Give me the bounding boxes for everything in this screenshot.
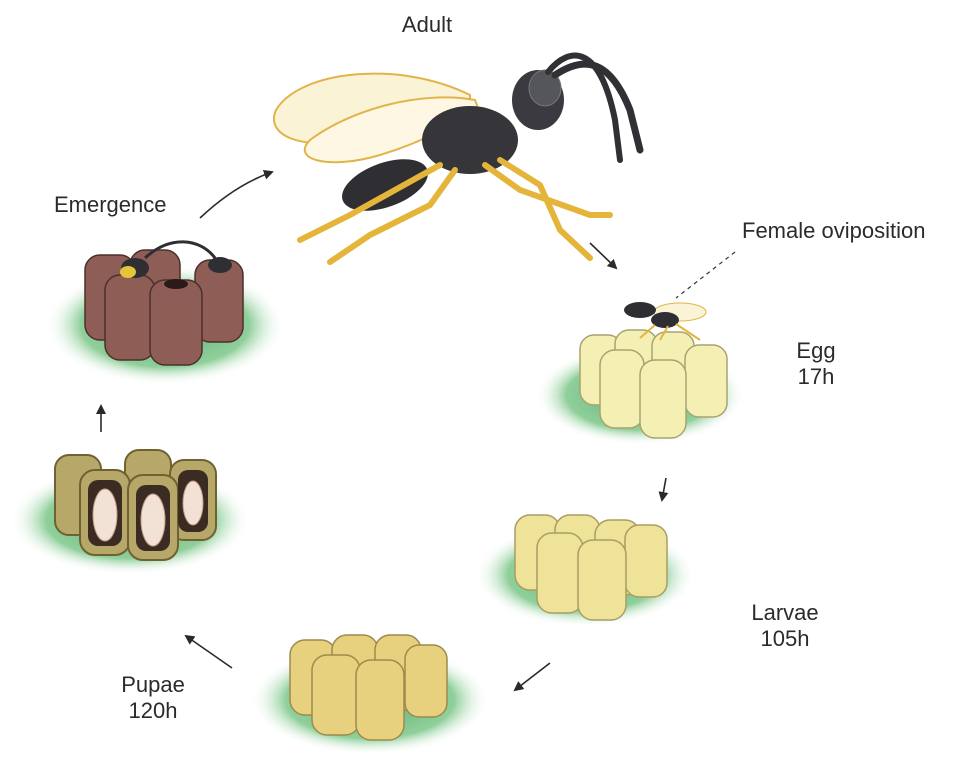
label-egg: Egg 17h — [786, 338, 846, 390]
wasp-antenna — [555, 64, 640, 150]
arrow-emergence-to-adult — [200, 172, 272, 218]
larvae-cluster — [475, 515, 695, 627]
arrow-adult-to-egg — [590, 243, 616, 268]
open-pupae-cluster — [10, 450, 250, 575]
label-pupae-name: Pupae — [108, 672, 198, 698]
label-egg-name: Egg — [786, 338, 846, 364]
egg-cluster — [535, 302, 745, 445]
arrow-pupae-to-open-pupae — [186, 636, 232, 668]
label-larvae-name: Larvae — [740, 600, 830, 626]
label-pupae-duration: 120h — [108, 698, 198, 724]
adult-wasp — [274, 56, 640, 262]
pupae-cluster — [250, 635, 490, 755]
label-pupae: Pupae 120h — [108, 672, 198, 724]
label-emergence: Emergence — [54, 192, 167, 218]
label-larvae: Larvae 105h — [740, 600, 830, 652]
arrow-larvae-to-pupae — [515, 663, 550, 690]
oviposition-leader-line — [676, 252, 735, 298]
label-adult: Adult — [392, 12, 462, 38]
label-egg-duration: 17h — [786, 364, 846, 390]
arrow-egg-to-larvae — [662, 478, 666, 500]
label-larvae-duration: 105h — [740, 626, 830, 652]
label-female-oviposition: Female oviposition — [742, 218, 925, 244]
emergence-cluster — [45, 242, 285, 385]
